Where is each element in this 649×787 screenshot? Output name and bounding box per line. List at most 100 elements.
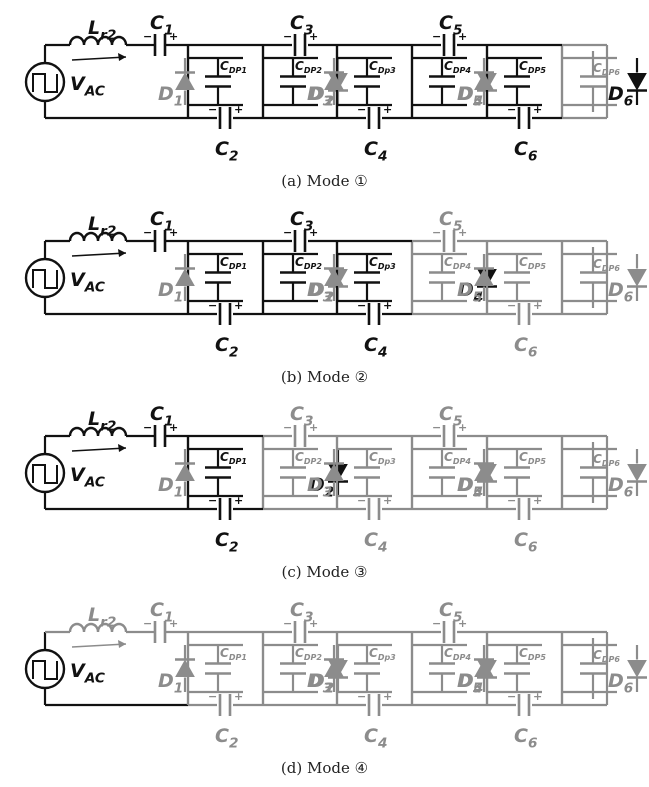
cap-minus-sign: −	[357, 690, 366, 703]
diode-label-d1: D1	[158, 83, 183, 110]
cap-minus-sign: −	[283, 30, 292, 43]
capacitor-label-c4: C4	[364, 529, 387, 556]
cap-minus-sign: −	[208, 299, 217, 312]
current-arrow-head	[118, 249, 126, 257]
diode-1-symbol	[175, 659, 195, 677]
cap-plus-sign: +	[234, 299, 243, 312]
current-arrow-head	[118, 640, 126, 648]
cap-minus-sign: −	[283, 421, 292, 434]
square-wave-icon	[32, 464, 58, 484]
diode-label-d6: D6	[608, 670, 634, 697]
diode-3-symbol	[324, 72, 344, 90]
cap-minus-sign: −	[432, 617, 441, 630]
current-arrow-head	[118, 53, 126, 61]
parasitic-cap-label-4: CDP4	[444, 255, 471, 271]
cap-minus-sign: −	[357, 103, 366, 116]
cap-minus-sign: −	[283, 226, 292, 239]
cap-minus-sign: −	[143, 226, 152, 239]
parasitic-cap-label-2: CDP2	[295, 450, 322, 466]
capacitor-label-c4: C4	[364, 138, 387, 165]
parasitic-cap-label-3: CDp3	[369, 646, 396, 662]
capacitor-label-c4: C4	[364, 334, 387, 361]
inductor-lr2	[68, 622, 128, 633]
capacitor-label-c5: C5	[439, 403, 462, 430]
capacitor-label-c1: C1	[150, 599, 173, 626]
capacitor-label-c6: C6	[514, 725, 538, 752]
diode-label-d3: D3	[307, 279, 332, 306]
parasitic-cap-label-5: CDP5	[519, 255, 546, 271]
diode-5-symbol	[474, 463, 494, 481]
cap-plus-sign: +	[458, 617, 467, 630]
cap-minus-sign: −	[507, 103, 516, 116]
cap-plus-sign: +	[383, 103, 392, 116]
cap-minus-sign: −	[208, 103, 217, 116]
diode-5-symbol	[474, 268, 494, 286]
parasitic-cap-label-5: CDP5	[519, 646, 546, 662]
diode-label-d1: D1	[158, 474, 183, 501]
panel-caption-4: (d) Mode ④	[280, 759, 369, 777]
current-arrow	[71, 447, 127, 452]
cap-minus-sign: −	[432, 421, 441, 434]
cap-minus-sign: −	[507, 299, 516, 312]
diode-label-d3: D3	[307, 670, 332, 697]
cap-plus-sign: +	[169, 421, 178, 434]
diode-label-d4: D4	[458, 474, 483, 501]
parasitic-cap-label-2: CDP2	[295, 255, 322, 271]
cap-plus-sign: +	[309, 617, 318, 630]
parasitic-cap-label-5: CDP5	[519, 450, 546, 466]
cap-plus-sign: +	[458, 30, 467, 43]
circuit-panel-2: VACLr2−+C1D1CDP1D2CDP2D3CDp3D4CDP4D5CDP5…	[24, 208, 647, 361]
parasitic-cap-label-5: CDP5	[519, 59, 546, 75]
cap-plus-sign: +	[383, 690, 392, 703]
square-wave-icon	[32, 269, 58, 289]
diode-6-symbol	[627, 464, 647, 482]
cap-plus-sign: +	[533, 690, 542, 703]
square-wave-icon	[32, 73, 58, 93]
inductor-lr2	[68, 426, 128, 437]
diode-5-symbol	[474, 659, 494, 677]
capacitor-label-c2: C2	[215, 138, 238, 165]
capacitor-label-c1: C1	[150, 12, 173, 39]
diode-label-d5: D5	[457, 279, 482, 306]
capacitor-label-c6: C6	[514, 334, 538, 361]
cap-minus-sign: −	[432, 30, 441, 43]
cap-plus-sign: +	[533, 103, 542, 116]
diode-label-d1: D1	[158, 279, 183, 306]
capacitor-label-c6: C6	[514, 529, 538, 556]
parasitic-cap-label-2: CDP2	[295, 59, 322, 75]
cap-minus-sign: −	[143, 30, 152, 43]
diode-label-d2: D2	[309, 279, 334, 306]
current-arrow-head	[118, 444, 126, 452]
parasitic-cap-label-3: CDp3	[369, 255, 396, 271]
diode-1-symbol	[175, 463, 195, 481]
capacitor-label-c5: C5	[439, 208, 462, 235]
parasitic-cap-label-1: CDP1	[220, 450, 247, 466]
cap-plus-sign: +	[309, 421, 318, 434]
inductor-label: Lr2	[88, 213, 116, 240]
diode-label-d1: D1	[158, 670, 183, 697]
parasitic-cap-label-2: CDP2	[295, 646, 322, 662]
cap-minus-sign: −	[208, 494, 217, 507]
vac-label: VAC	[70, 269, 105, 296]
diode-label-d6: D6	[608, 279, 634, 306]
panel-caption-3: (c) Mode ③	[281, 563, 368, 581]
diode-label-d6: D6	[608, 474, 634, 501]
inductor-label: Lr2	[88, 604, 116, 631]
diode-6-symbol	[627, 73, 647, 91]
diode-1-symbol	[175, 72, 195, 90]
capacitor-label-c5: C5	[439, 12, 462, 39]
cap-minus-sign: −	[143, 421, 152, 434]
cap-minus-sign: −	[143, 617, 152, 630]
diode-label-d2: D2	[309, 83, 334, 110]
cap-plus-sign: +	[169, 30, 178, 43]
diode-label-d6: D6	[608, 83, 634, 110]
cap-minus-sign: −	[432, 226, 441, 239]
circuit-panel-3: VACLr2−+C1D1CDP1D2CDP2D3CDp3D4CDP4D5CDP5…	[24, 403, 647, 556]
circuit-panel-4: VACLr2−+C1D1CDP1D2CDP2D3CDp3D4CDP4D5CDP5…	[24, 599, 647, 752]
capacitor-label-c3: C3	[290, 403, 313, 430]
diode-label-d5: D5	[457, 474, 482, 501]
diode-label-d3: D3	[307, 83, 332, 110]
vac-label: VAC	[70, 464, 105, 491]
inductor-label: Lr2	[88, 17, 116, 44]
